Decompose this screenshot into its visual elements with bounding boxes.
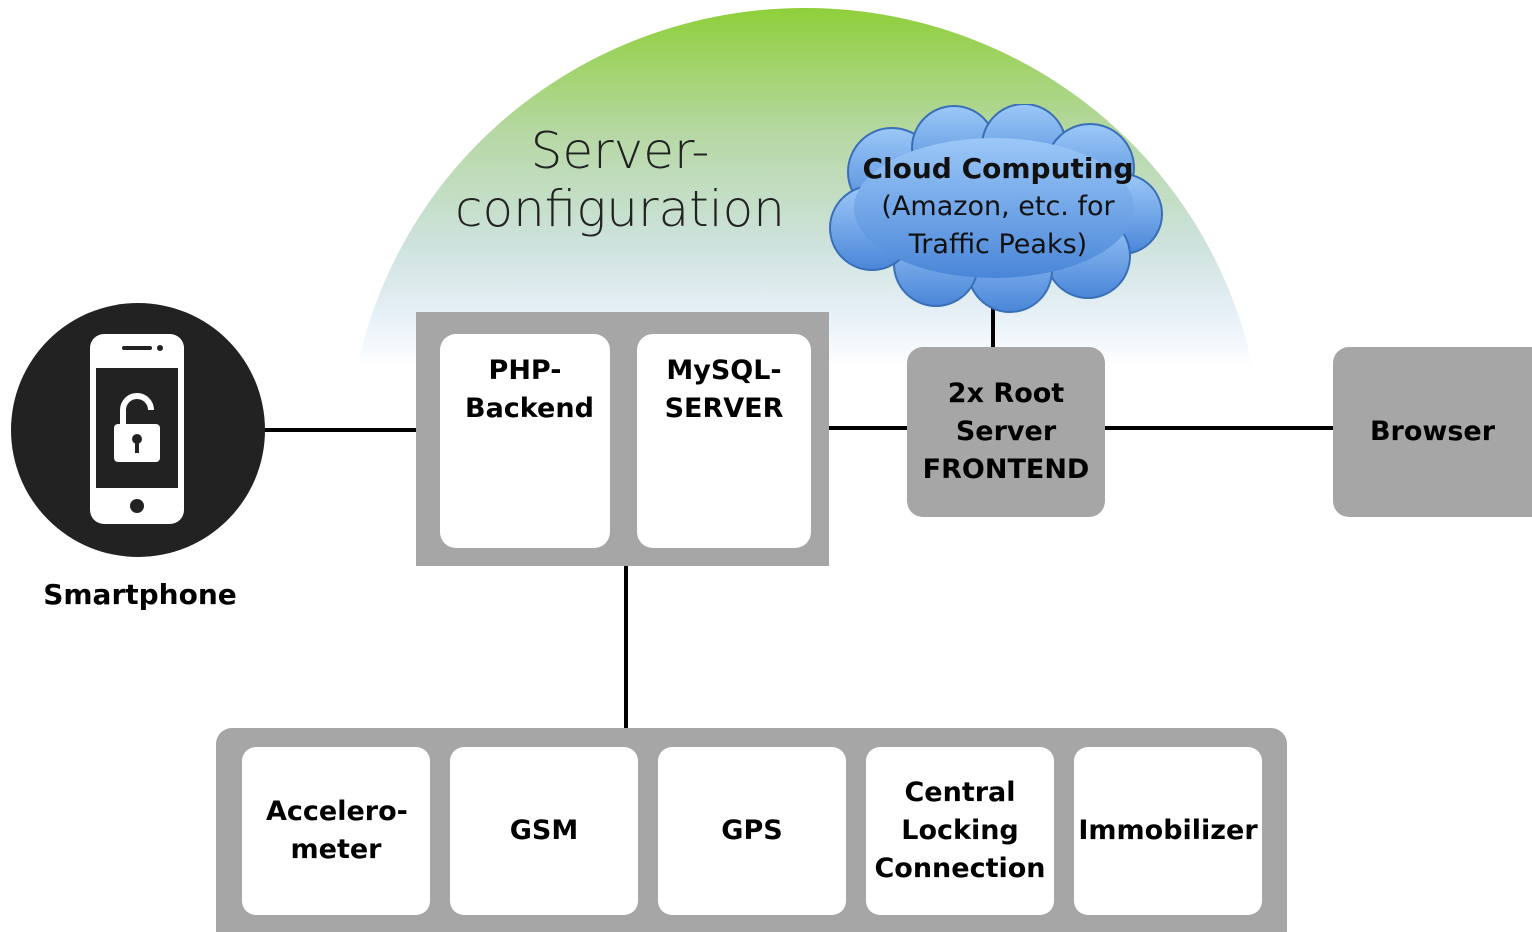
- php-backend-label: PHP-Backend: [465, 355, 594, 424]
- gsm-label: GSM: [509, 815, 579, 846]
- gsm-box[interactable]: GSM: [450, 747, 638, 915]
- cloud-computing-subtitle: (Amazon, etc. for Traffic Peaks): [881, 191, 1115, 260]
- smartphone-label: Smartphone: [43, 578, 237, 611]
- connector-frontend-browser: [1104, 426, 1334, 430]
- cloud-icon: [829, 104, 1163, 313]
- central-locking-connection-label: Central Locking Connection: [874, 777, 1046, 884]
- central-locking-connection-box[interactable]: Central Locking Connection: [866, 747, 1054, 915]
- gps-label: GPS: [721, 815, 783, 846]
- cloud-computing-label: Cloud Computing (Amazon, etc. for Traffi…: [850, 150, 1146, 264]
- smartphone-unlock-icon[interactable]: [10, 302, 266, 558]
- browser-box[interactable]: Browser: [1333, 347, 1532, 517]
- root-server-frontend-label: 2x Root Server FRONTEND: [922, 378, 1090, 485]
- mysql-server-label: MySQL-SERVER: [664, 355, 784, 424]
- immobilizer-label: Immobilizer: [1078, 815, 1258, 846]
- root-server-frontend-box[interactable]: 2x Root Server FRONTEND: [907, 347, 1105, 517]
- accelerometer-label: Accelero-meter: [266, 796, 408, 865]
- gps-box[interactable]: GPS: [658, 747, 846, 915]
- connector-backend-frontend: [828, 426, 908, 430]
- immobilizer-box[interactable]: Immobilizer: [1074, 747, 1262, 915]
- server-configuration-title: Server-configuration: [455, 122, 785, 238]
- cloud-computing-title: Cloud Computing: [862, 152, 1134, 185]
- connector-backend-sensors: [624, 565, 628, 729]
- connector-smartphone-backend: [262, 428, 418, 432]
- browser-label: Browser: [1369, 416, 1496, 447]
- connector-cloud-frontend: [991, 308, 995, 348]
- mysql-server-box[interactable]: MySQL-SERVER: [637, 334, 811, 548]
- php-backend-box[interactable]: PHP-Backend: [440, 334, 610, 548]
- accelerometer-box[interactable]: Accelero-meter: [242, 747, 430, 915]
